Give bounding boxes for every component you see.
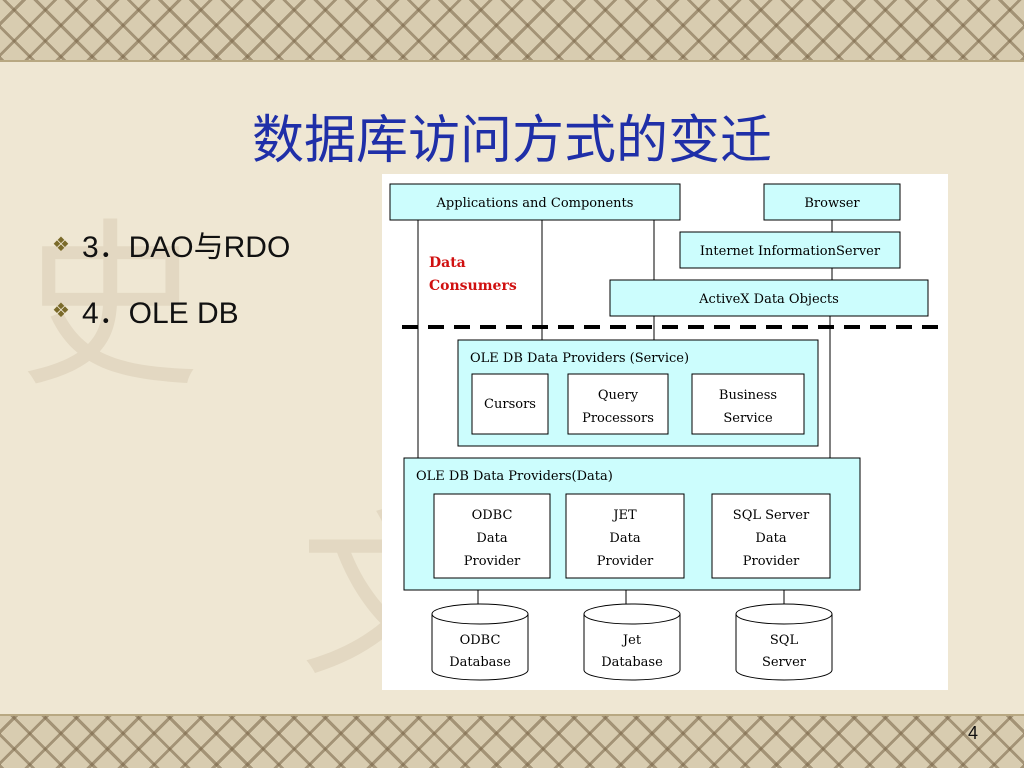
ole-db-architecture-diagram: Applications and Components Browser Inte… xyxy=(382,174,948,690)
svg-text:Provider: Provider xyxy=(464,554,521,569)
svg-text:Provider: Provider xyxy=(597,554,654,569)
business-service-box xyxy=(691,373,805,435)
svg-text:Data: Data xyxy=(609,531,640,546)
slide-title: 数据库访问方式的变迁 xyxy=(251,111,772,171)
diamond-bullet-icon: ❖ xyxy=(52,299,70,322)
svg-text:Cursors: Cursors xyxy=(484,397,536,412)
svg-text:Applications and Components: Applications and Components xyxy=(436,196,634,211)
svg-text:OLE DB Data Providers(Data): OLE DB Data Providers(Data) xyxy=(416,469,613,484)
svg-text:Server: Server xyxy=(762,655,807,670)
svg-text:SQL Server: SQL Server xyxy=(733,508,810,523)
query-processors-box xyxy=(567,373,669,435)
background-watermark-left: 史 xyxy=(20,203,201,412)
data-consumers-label: Data Consumers xyxy=(429,255,517,294)
svg-text:Consumers: Consumers xyxy=(429,278,517,294)
top-decorative-border xyxy=(0,0,1024,62)
sql-provider-box xyxy=(711,493,831,579)
browser-box: Browser xyxy=(763,183,901,221)
bullet-list: ❖ 3．DAO与RDO ❖ 4．OLE DB xyxy=(52,222,290,354)
service-providers-container: OLE DB Data Providers (Service) Cursors … xyxy=(457,339,819,447)
svg-text:Browser: Browser xyxy=(804,196,860,211)
applications-box: Applications and Components xyxy=(389,183,681,221)
svg-text:Provider: Provider xyxy=(743,554,800,569)
bullet-item: ❖ 3．DAO与RDO xyxy=(52,222,290,266)
svg-text:OLE DB Data Providers (Service: OLE DB Data Providers (Service) xyxy=(470,351,689,366)
svg-text:ODBC: ODBC xyxy=(460,633,501,648)
cursors-box xyxy=(471,373,549,435)
svg-text:Database: Database xyxy=(449,655,511,670)
diamond-bullet-icon: ❖ xyxy=(52,233,70,256)
svg-text:Internet InformationServer: Internet InformationServer xyxy=(700,244,881,259)
ado-box: ActiveX Data Objects xyxy=(609,279,929,317)
bullet-text: 4．OLE DB xyxy=(81,297,239,330)
svg-text:Processors: Processors xyxy=(582,411,654,426)
data-providers-container: OLE DB Data Providers(Data) ODBC Data Pr… xyxy=(403,457,861,591)
svg-text:Data: Data xyxy=(429,255,466,271)
svg-text:Service: Service xyxy=(723,411,773,426)
svg-text:Database: Database xyxy=(601,655,663,670)
svg-text:ActiveX Data Objects: ActiveX Data Objects xyxy=(698,292,839,307)
svg-text:Data: Data xyxy=(755,531,786,546)
svg-text:Business: Business xyxy=(719,388,777,403)
sql-server-cylinder: SQL Server xyxy=(735,603,833,681)
page-number: 4 xyxy=(967,723,978,743)
odbc-database-cylinder: ODBC Database xyxy=(431,603,529,681)
jet-provider-box xyxy=(565,493,685,579)
svg-text:Data: Data xyxy=(476,531,507,546)
odbc-provider-box xyxy=(433,493,551,579)
bullet-item: ❖ 4．OLE DB xyxy=(52,288,290,332)
svg-text:ODBC: ODBC xyxy=(472,508,513,523)
jet-database-cylinder: Jet Database xyxy=(583,603,681,681)
svg-text:Jet: Jet xyxy=(621,633,642,648)
svg-text:Query: Query xyxy=(598,388,639,403)
bottom-decorative-border xyxy=(0,714,1024,768)
svg-text:JET: JET xyxy=(611,508,637,523)
svg-text:SQL: SQL xyxy=(770,633,799,648)
iis-box: Internet InformationServer xyxy=(679,231,901,269)
bullet-text: 3．DAO与RDO xyxy=(81,231,291,264)
